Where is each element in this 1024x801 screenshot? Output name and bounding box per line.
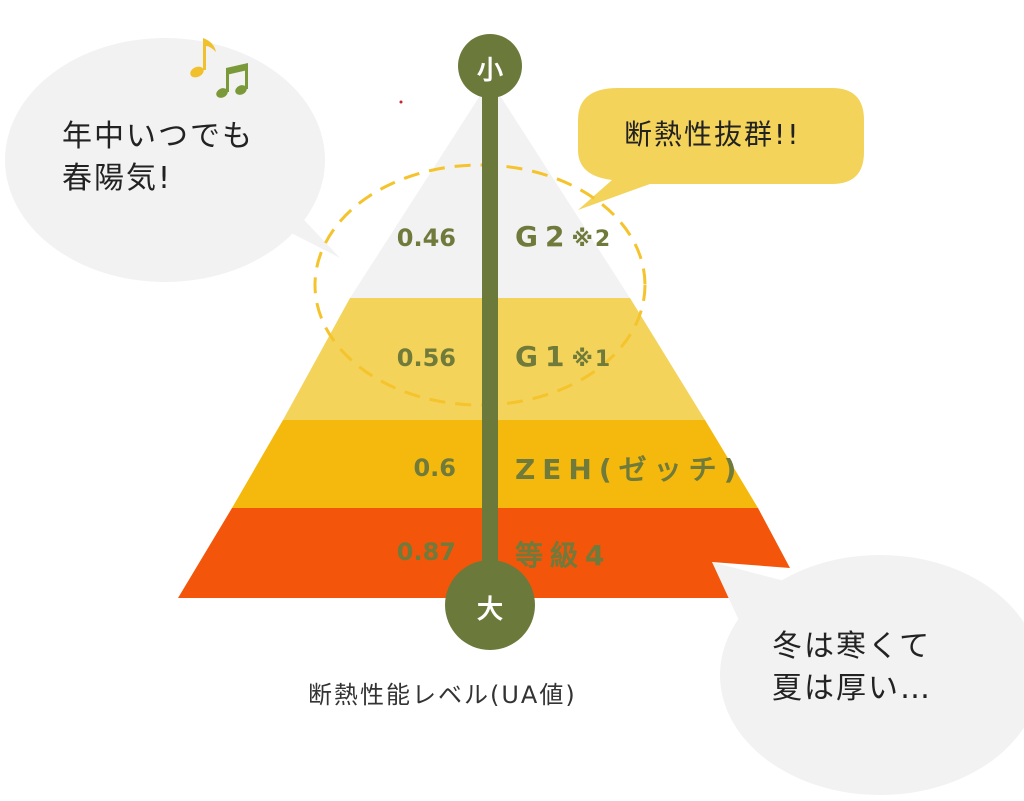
tier-grade-label: G2	[515, 220, 572, 253]
tier-grade-label: ZEH(ゼッチ)	[515, 453, 744, 486]
tier-grade-note: ※2	[571, 227, 613, 252]
tier-grade-label: 等級4	[515, 539, 612, 572]
speech-bubble-top-right	[578, 88, 864, 210]
tier-value: 0.46	[396, 224, 456, 252]
scale-top-label: 小	[476, 56, 503, 86]
tier-grade: G2※2	[515, 220, 612, 253]
speech-bubble-bottom-right	[712, 555, 1024, 795]
scale-title: 断熱性能レベル(UA値)	[308, 681, 577, 709]
red-dot	[399, 100, 403, 104]
scale-top-marker	[458, 34, 522, 98]
highlight-dashed-ellipse	[313, 163, 647, 407]
bubble-top-left-text: 年中いつでも 春陽気!	[62, 116, 254, 200]
bubble-line: 夏は厚い…	[772, 671, 932, 706]
tier-grade-label: G1	[515, 340, 572, 373]
tier-grade: ZEH(ゼッチ)	[515, 448, 743, 488]
tier-grade-note: ※1	[571, 347, 613, 372]
scale-bottom-label: 大	[476, 595, 503, 625]
bubble-bottom-right-text: 冬は寒くて 夏は厚い…	[772, 626, 932, 710]
tier-value: 0.56	[396, 344, 456, 372]
bubble-line: 冬は寒くて	[772, 629, 932, 664]
music-note-icon	[190, 38, 216, 78]
tier-value: 0.6	[413, 454, 456, 482]
scale-bottom-marker	[445, 560, 535, 650]
bubble-line: 年中いつでも	[62, 119, 254, 154]
beamed-music-note-icon	[216, 63, 248, 98]
tier-value: 0.87	[396, 538, 456, 566]
bubble-top-right-text: 断熱性抜群!!	[624, 118, 801, 151]
speech-bubble-top-left	[5, 38, 340, 282]
tier-grade: G1※1	[515, 340, 612, 373]
tier-grade: 等級4	[515, 534, 611, 574]
bubble-line: 春陽気!	[62, 161, 173, 196]
scale-bar	[445, 34, 535, 650]
